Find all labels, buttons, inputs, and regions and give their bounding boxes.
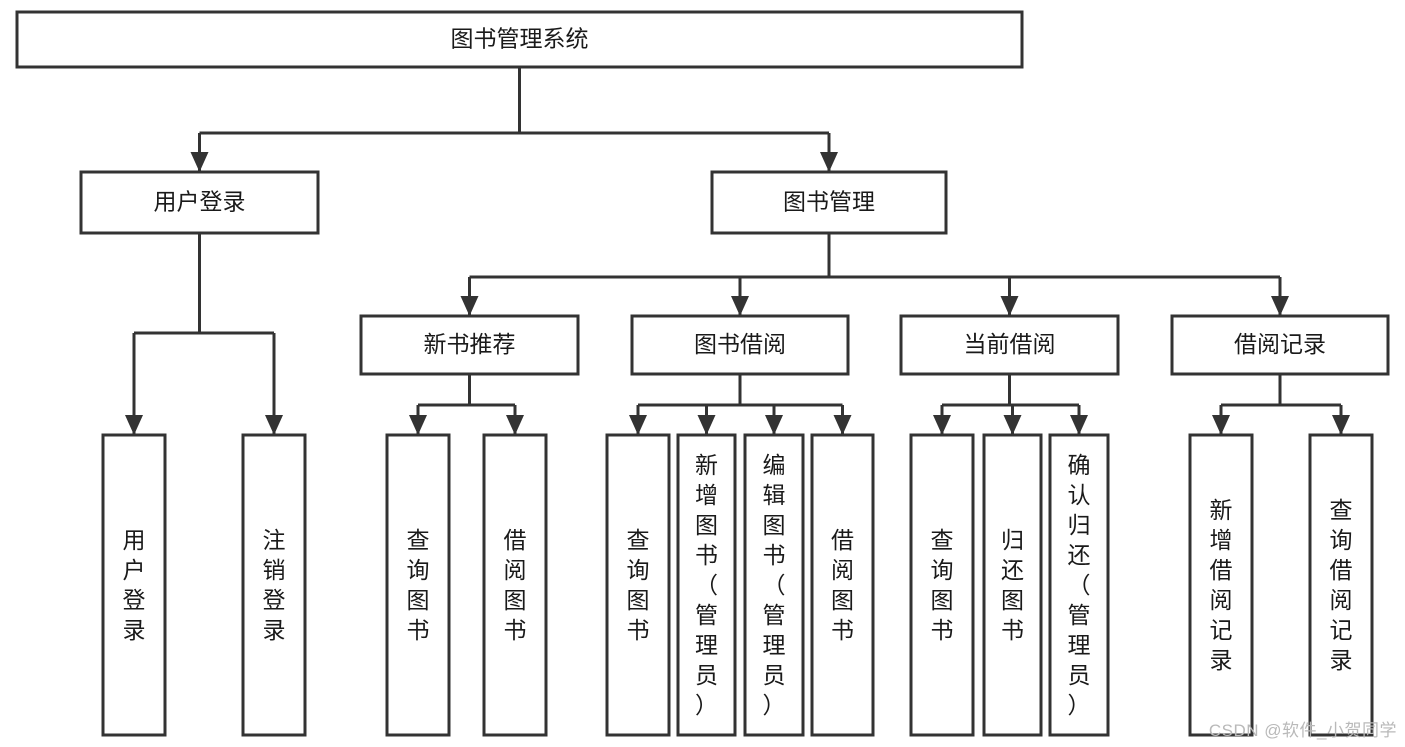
node-leaf-leaf-confirm-return[interactable]: 确认归还（管理员） <box>1048 433 1110 737</box>
connector-group-book-management <box>460 233 1289 316</box>
node-level2-new-book-recommend[interactable]: 新书推荐 <box>359 314 580 376</box>
arrow-head-icon <box>697 415 716 435</box>
connector-group-borrow-records <box>1212 374 1350 435</box>
node-label: 借阅图书 <box>504 527 527 643</box>
arrow-head-icon <box>1212 415 1230 435</box>
connector-group-user-login <box>125 233 283 435</box>
node-box[interactable] <box>359 314 580 376</box>
node-label: 查询图书 <box>407 527 430 643</box>
arrow-head-icon <box>933 415 951 435</box>
node-box[interactable] <box>743 433 805 737</box>
node-box[interactable] <box>1170 314 1390 376</box>
node-label: 新书推荐 <box>424 331 516 357</box>
node-box[interactable] <box>630 314 850 376</box>
node-label: 图书管理 <box>783 189 875 215</box>
node-box[interactable] <box>15 10 1024 69</box>
connector-group-new-book-recommend <box>409 374 524 435</box>
node-box[interactable] <box>1308 433 1374 737</box>
node-label: 新增借阅记录 <box>1210 497 1233 673</box>
node-label: 查询图书 <box>627 527 650 643</box>
node-label: 查询图书 <box>931 527 954 643</box>
connector-group-current-borrow <box>933 374 1088 435</box>
arrow-head-icon <box>409 415 427 435</box>
node-box[interactable] <box>710 170 948 235</box>
arrow-head-icon <box>1070 415 1088 435</box>
node-leaf-leaf-query-borrow-record[interactable]: 查询借阅记录 <box>1308 433 1374 737</box>
arrow-head-icon <box>1003 415 1022 435</box>
node-level1-user-login[interactable]: 用户登录 <box>79 170 320 235</box>
arrow-head-icon <box>833 415 852 435</box>
node-label: 确认归还（管理员） <box>1068 452 1091 718</box>
node-leaf-leaf-logout[interactable]: 注销登录 <box>241 433 307 737</box>
arrow-head-icon <box>1271 296 1289 316</box>
arrow-head-icon <box>629 415 647 435</box>
node-box[interactable] <box>899 314 1120 376</box>
arrow-head-icon <box>765 415 783 435</box>
arrow-head-icon <box>820 152 838 172</box>
arrow-head-icon <box>125 415 143 435</box>
node-level2-borrow-records[interactable]: 借阅记录 <box>1170 314 1390 376</box>
node-box[interactable] <box>909 433 975 737</box>
node-box[interactable] <box>385 433 451 737</box>
node-level1-book-management[interactable]: 图书管理 <box>710 170 948 235</box>
connector-layer <box>125 67 1350 435</box>
node-leaf-leaf-return-book[interactable]: 归还图书 <box>982 433 1043 737</box>
node-box[interactable] <box>241 433 307 737</box>
csdn-watermark: CSDN @软件_小贺同学 <box>1208 721 1397 740</box>
node-box[interactable] <box>605 433 671 737</box>
node-label: 归还图书 <box>1001 527 1024 643</box>
arrow-head-icon <box>1000 296 1019 316</box>
node-label: 图书借阅 <box>694 331 786 357</box>
node-leaf-leaf-query-book-recommend[interactable]: 查询图书 <box>385 433 451 737</box>
node-level2-book-borrow[interactable]: 图书借阅 <box>630 314 850 376</box>
arrow-head-icon <box>190 152 209 172</box>
node-leaf-leaf-add-borrow-record[interactable]: 新增借阅记录 <box>1188 433 1254 737</box>
node-leaf-leaf-user-login[interactable]: 用户登录 <box>101 433 167 737</box>
node-leaf-leaf-query-book-borrow[interactable]: 查询图书 <box>605 433 671 737</box>
arrow-head-icon <box>731 296 749 316</box>
node-box[interactable] <box>676 433 737 737</box>
node-label: 图书管理系统 <box>451 26 589 52</box>
arrow-head-icon <box>1332 415 1350 435</box>
node-leaf-leaf-query-book-current[interactable]: 查询图书 <box>909 433 975 737</box>
node-box[interactable] <box>810 433 875 737</box>
connector-group-root <box>190 67 838 172</box>
node-level2-current-borrow[interactable]: 当前借阅 <box>899 314 1120 376</box>
node-label: 用户登录 <box>154 189 246 215</box>
node-leaf-leaf-edit-book[interactable]: 编辑图书（管理员） <box>743 433 805 737</box>
node-box[interactable] <box>1188 433 1254 737</box>
node-leaf-leaf-borrow-book-recommend[interactable]: 借阅图书 <box>482 433 548 737</box>
node-box[interactable] <box>101 433 167 737</box>
node-label: 用户登录 <box>123 527 146 643</box>
node-label: 注销登录 <box>263 527 286 643</box>
node-label: 新增图书（管理员） <box>695 452 718 718</box>
node-label: 借阅记录 <box>1234 331 1326 357</box>
node-leaf-leaf-add-book[interactable]: 新增图书（管理员） <box>676 433 737 737</box>
node-label: 当前借阅 <box>964 331 1056 357</box>
connector-group-book-borrow <box>629 374 852 435</box>
node-layer: 图书管理系统用户登录图书管理新书推荐图书借阅当前借阅借阅记录用户登录注销登录查询… <box>15 10 1390 737</box>
node-label: 借阅图书 <box>831 527 854 643</box>
node-leaf-leaf-borrow-book[interactable]: 借阅图书 <box>810 433 875 737</box>
node-box[interactable] <box>482 433 548 737</box>
node-box[interactable] <box>79 170 320 235</box>
node-label: 查询借阅记录 <box>1330 497 1353 673</box>
node-box[interactable] <box>982 433 1043 737</box>
arrow-head-icon <box>506 415 524 435</box>
node-box[interactable] <box>1048 433 1110 737</box>
arrow-head-icon <box>460 296 479 316</box>
node-label: 编辑图书（管理员） <box>763 452 786 718</box>
arrow-head-icon <box>265 415 283 435</box>
node-root-root[interactable]: 图书管理系统 <box>15 10 1024 69</box>
